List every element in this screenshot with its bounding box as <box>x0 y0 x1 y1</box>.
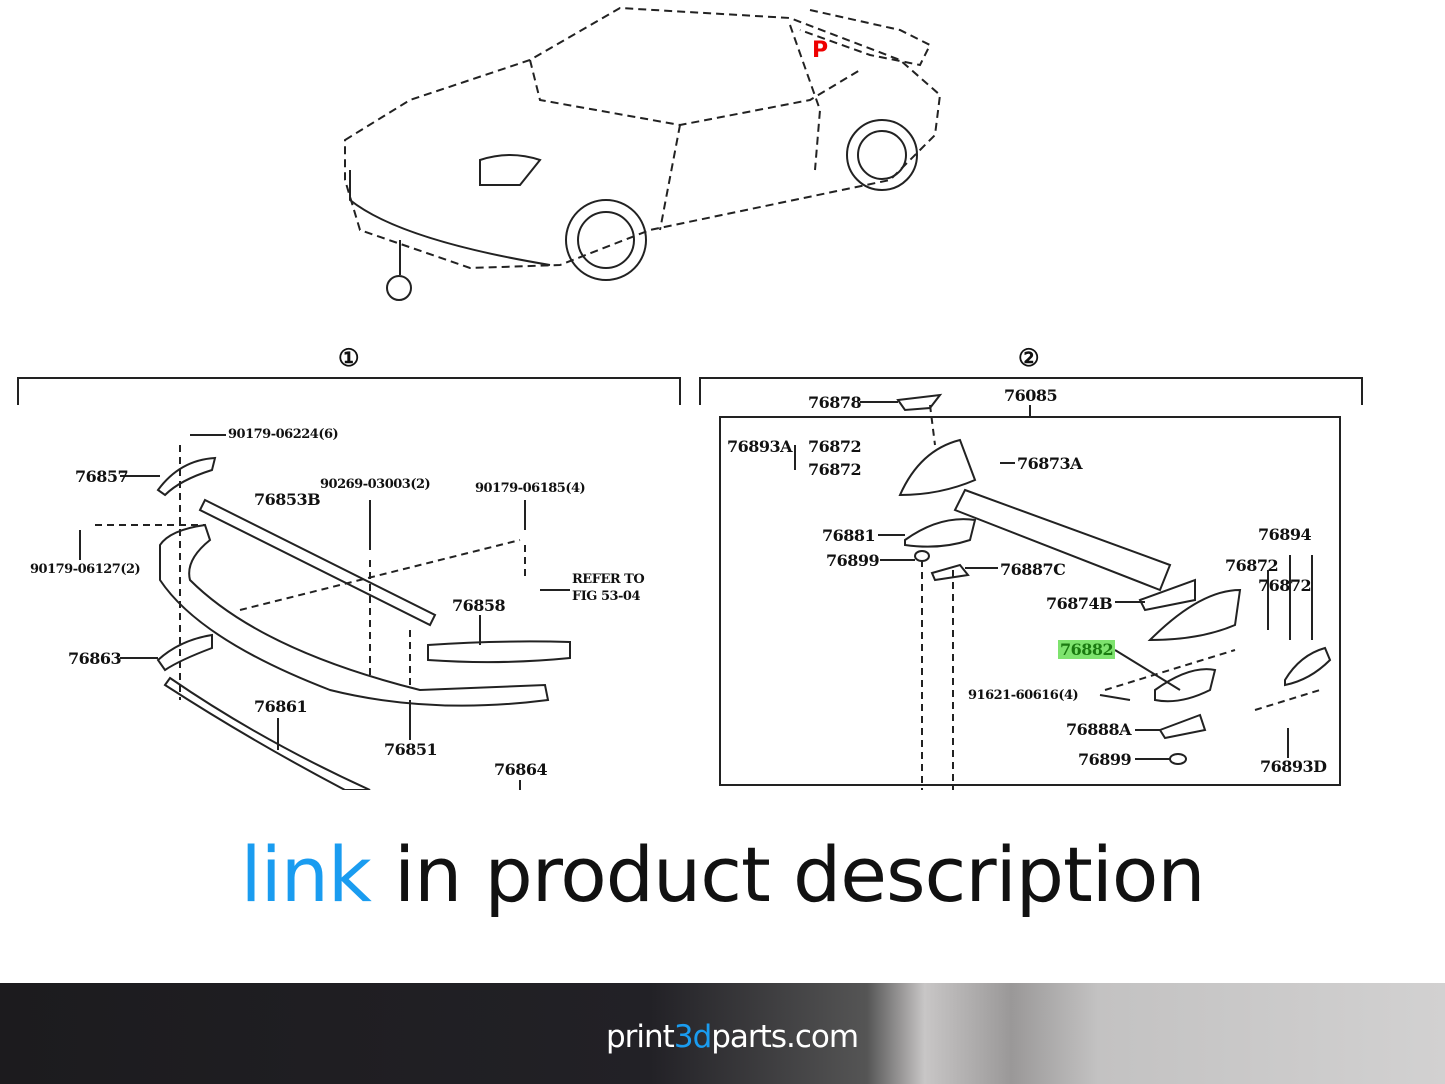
section-1-header: ① <box>338 343 360 372</box>
section-2-header: ② <box>1018 343 1040 372</box>
part-label: 76085 <box>1004 386 1058 405</box>
brand-suffix: parts.com <box>711 1019 859 1055</box>
part-label: 76881 <box>822 526 876 545</box>
part-label: 76899 <box>826 551 880 570</box>
part-label: 76894 <box>1258 525 1312 544</box>
part-label: FIG 53-04 <box>572 589 641 604</box>
brand-accent: 3d <box>673 1019 712 1055</box>
part-label: 90179-06224(6) <box>228 427 339 442</box>
caption: link in product description <box>0 830 1445 919</box>
part-label: 76872 <box>808 437 862 456</box>
part-label: 76851 <box>384 740 438 759</box>
part-label: 76888A <box>1066 720 1132 739</box>
part-label: 76874B <box>1046 594 1113 613</box>
part-label: 76853B <box>254 490 321 509</box>
part-label: REFER TO <box>572 572 645 587</box>
part-label: 76878 <box>808 393 862 412</box>
part-label: 76899 <box>1078 750 1132 769</box>
part-label: 90269-03003(2) <box>320 477 431 492</box>
part-label: 76893D <box>1260 757 1327 776</box>
car-outline <box>344 6 942 270</box>
top-marker: P <box>812 38 829 63</box>
part-label: 76872 <box>808 460 862 479</box>
brand-logo: print3dparts.com <box>606 1019 859 1055</box>
part-label: 76887C <box>1000 560 1066 579</box>
part-label: 76861 <box>254 697 308 716</box>
parts-diagram: P ① ① ② ② 90179-06224(6) 76857 76853B 90… <box>17 6 1363 790</box>
part-label: 76857 <box>75 467 129 486</box>
part-label: 76893A <box>727 437 793 456</box>
link-word: link <box>240 830 371 919</box>
part-label: 76872 <box>1225 556 1279 575</box>
caption-text: in product description <box>370 830 1205 919</box>
footer-banner: print3dparts.com <box>0 983 1445 1084</box>
part-label: 91621-60616(4) <box>968 688 1079 703</box>
brand-prefix: print <box>606 1019 675 1055</box>
highlighted-part-label: 76882 <box>1058 640 1116 659</box>
part-label: 76872 <box>1258 576 1312 595</box>
part-label: 76873A <box>1017 454 1083 473</box>
diagram-drawing <box>17 6 1363 790</box>
part-label: 90179-06127(2) <box>30 562 141 577</box>
part-label: 76863 <box>68 649 122 668</box>
part-label: 76858 <box>452 596 506 615</box>
part-label: 76864 <box>494 760 548 779</box>
part-label: 90179-06185(4) <box>475 481 586 496</box>
